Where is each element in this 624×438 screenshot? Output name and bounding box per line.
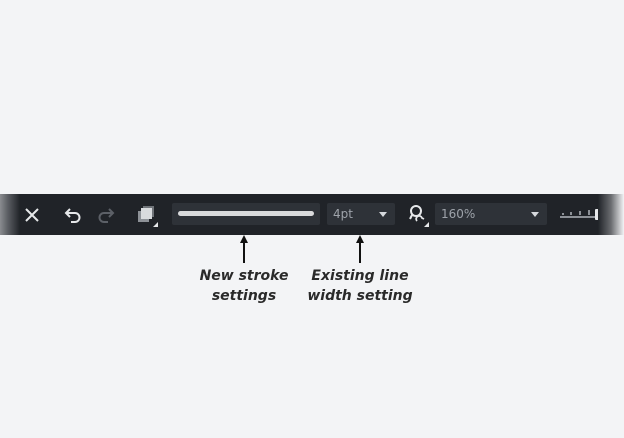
line-width-value: 4pt (333, 207, 353, 221)
redo-icon (98, 208, 115, 223)
lasso-button[interactable] (405, 202, 431, 228)
annotation-arrow (359, 242, 361, 263)
arrow-head-icon (240, 235, 248, 243)
line-width-select[interactable]: 4pt (327, 203, 395, 225)
chevron-down-icon (531, 212, 539, 217)
undo-icon (64, 208, 81, 223)
zoom-slider[interactable] (560, 206, 600, 224)
annotation-line: New stroke (199, 268, 289, 284)
stroke-setting[interactable] (172, 203, 320, 225)
toolbar-fade-right (598, 194, 624, 235)
zoom-slider-handle[interactable] (595, 209, 599, 220)
layers-button[interactable] (134, 202, 160, 228)
undo-button[interactable] (60, 202, 86, 228)
close-button[interactable] (19, 202, 45, 228)
stroke-preview (178, 211, 314, 216)
lasso-icon (409, 205, 429, 227)
arrow-head-icon (356, 235, 364, 243)
annotation-arrow (243, 242, 245, 263)
zoom-value: 160% (441, 207, 476, 221)
annotation-line-width: Existing line width setting (300, 266, 420, 306)
annotation-new-stroke: New stroke settings (184, 266, 304, 306)
toolbar-fade-left (0, 194, 20, 235)
annotation-line: Existing line (311, 268, 409, 284)
annotation-line: width setting (307, 288, 413, 304)
toolbar: 4pt 160% (0, 194, 624, 235)
zoom-select[interactable]: 160% (435, 203, 547, 225)
annotation-line: settings (211, 288, 277, 304)
layers-icon (138, 206, 158, 227)
chevron-down-icon (379, 212, 387, 217)
redo-button[interactable] (93, 202, 119, 228)
close-icon (25, 208, 39, 222)
